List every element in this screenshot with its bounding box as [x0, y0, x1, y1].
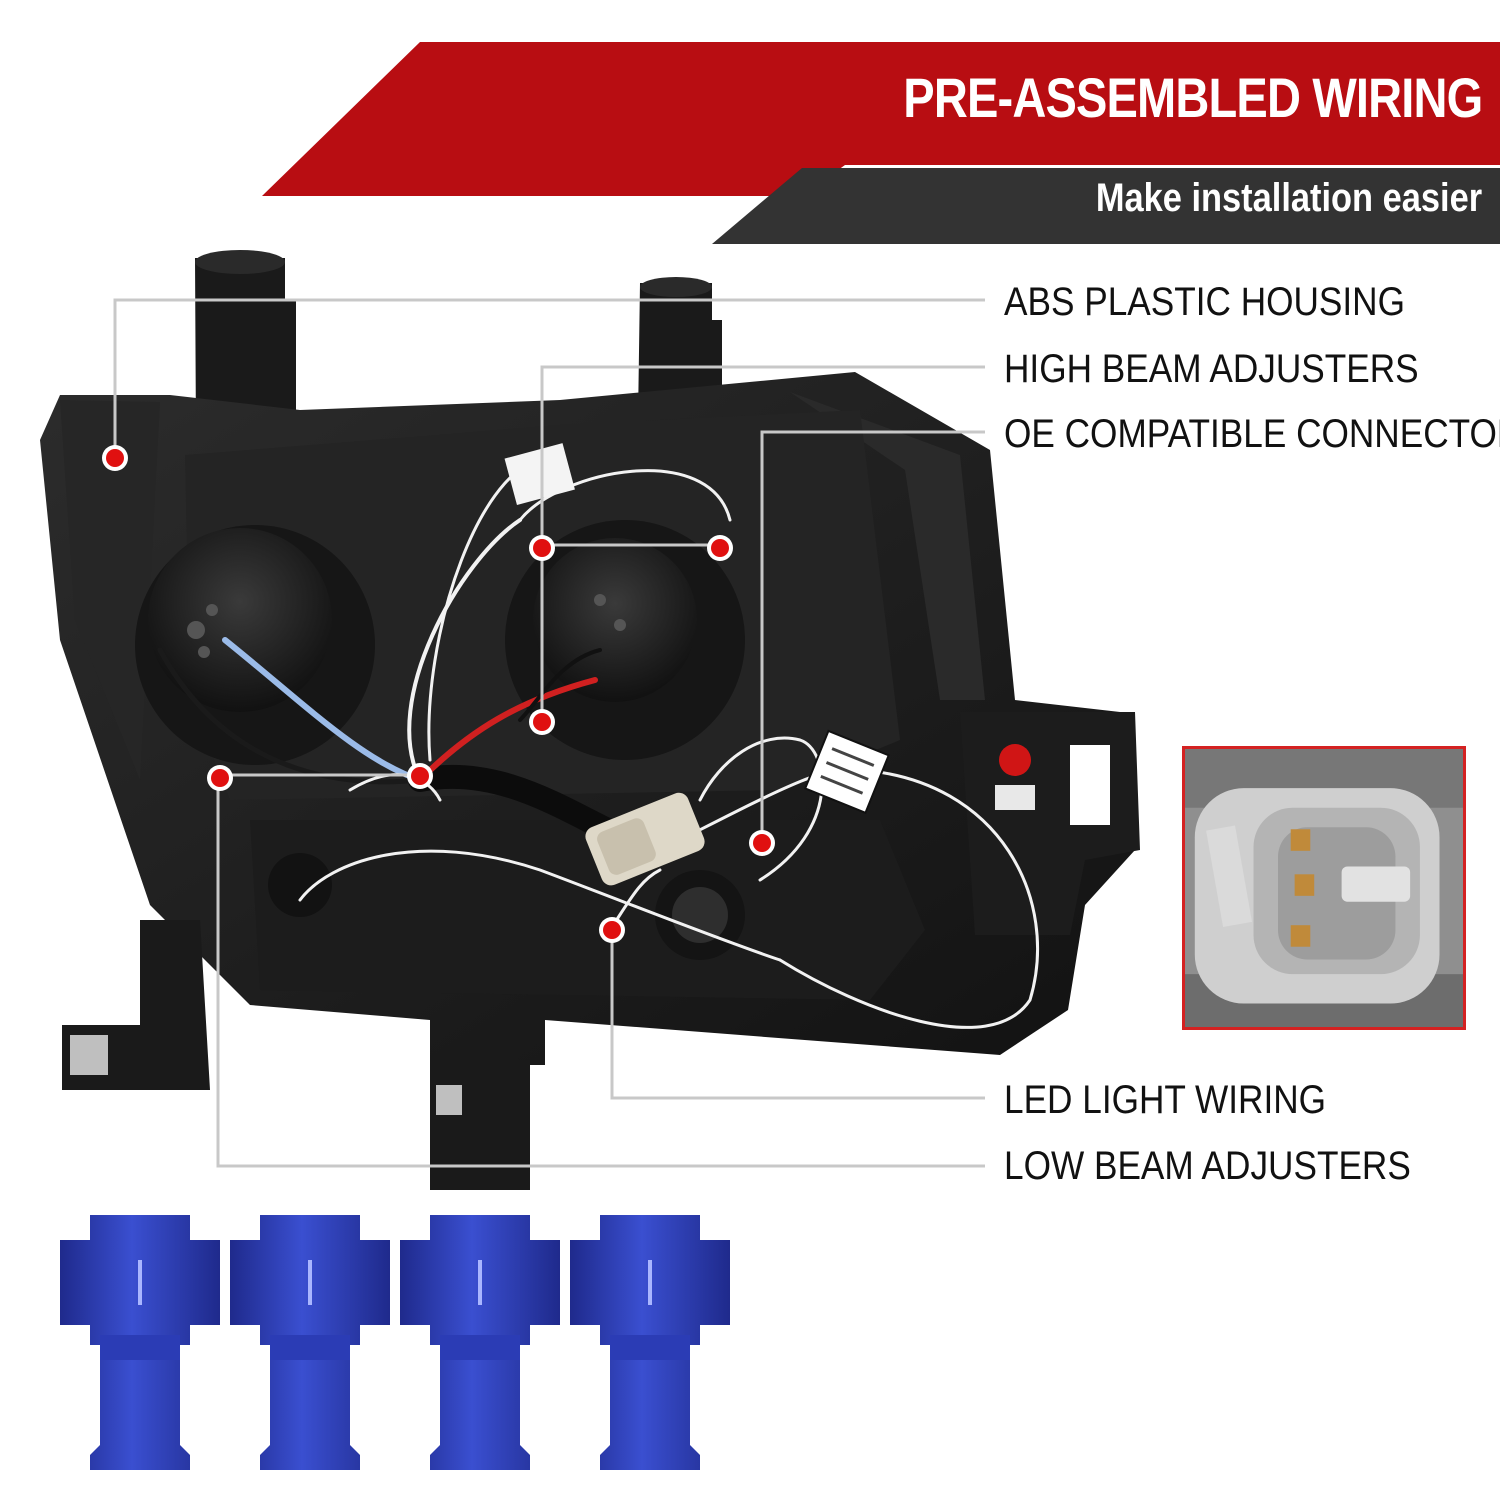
- harness-small-label: [504, 443, 575, 505]
- marker-dots: [102, 445, 775, 943]
- leader-oe-connector: [760, 430, 985, 843]
- oe-connector-body: [585, 792, 705, 886]
- label-low-beam-adjusters: LOW BEAM ADJUSTERS: [1004, 1144, 1411, 1188]
- label-oe-compatible-connector: OE COMPATIBLE CONNECTOR: [1004, 412, 1500, 456]
- leader-low-beam: [216, 778, 985, 1168]
- banner-dark-band: [712, 168, 1500, 244]
- banner-title: PRE-ASSEMBLED WIRING: [902, 66, 1483, 129]
- top-mounting-tabs: [195, 250, 722, 440]
- wire-splice-connector: [570, 1215, 730, 1470]
- red-dot-marker: [529, 709, 555, 735]
- harness-label-tag: [803, 729, 890, 815]
- wiring-harness: [157, 453, 1039, 1029]
- wire-splice-connector: [230, 1215, 390, 1470]
- wire-splice-connector: [400, 1215, 560, 1470]
- oe-connector-closeup: [1182, 746, 1466, 1030]
- wire-splice-connector: [60, 1215, 220, 1470]
- banner-red-band: [262, 42, 1500, 196]
- low-beam-cover: [135, 525, 375, 765]
- splice-connectors: [60, 1215, 730, 1470]
- banner-subtitle: Make installation easier: [1095, 176, 1482, 220]
- red-dot-marker: [599, 917, 625, 943]
- label-led-light-wiring: LED LIGHT WIRING: [1004, 1078, 1327, 1122]
- label-abs-plastic-housing: ABS PLASTIC HOUSING: [1004, 280, 1405, 324]
- red-dot-marker: [707, 535, 733, 561]
- side-tabs: [62, 712, 1140, 1190]
- red-dot-marker: [749, 830, 775, 856]
- red-dot-marker: [529, 535, 555, 561]
- label-high-beam-adjusters: HIGH BEAM ADJUSTERS: [1004, 347, 1419, 391]
- red-dot-marker: [407, 763, 433, 789]
- leader-lines: [113, 298, 985, 1168]
- red-dot-marker: [102, 445, 128, 471]
- leader-led-wiring: [610, 930, 985, 1100]
- leader-high-beam: [540, 365, 985, 722]
- red-dot-marker: [207, 765, 233, 791]
- connector-closeup-illustration: [1185, 749, 1463, 1027]
- leader-abs-housing: [113, 298, 985, 458]
